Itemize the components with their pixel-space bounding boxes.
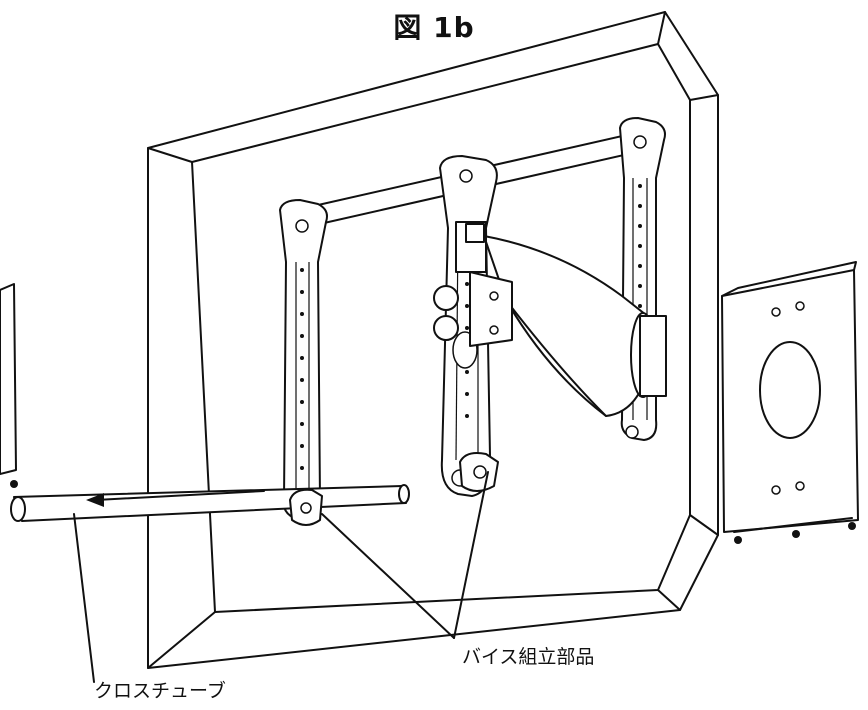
vise-assembly-callout: バイス組立部品 [462,646,595,668]
pull-direction-arrow [86,490,265,507]
leader-lines [73,471,489,683]
left-tv-plate [0,283,18,488]
cross-tube-callout: クロスチューブ [94,680,226,702]
vise-knob-upper-icon [433,285,459,311]
left-rail [279,199,328,521]
vise-block [433,221,513,347]
figure-title: 図 1b [393,11,475,44]
right-tv-plate [721,261,859,544]
arm-pivot [630,312,667,398]
bottom-clamps [289,452,499,526]
vise-knob-lower-icon [433,315,459,341]
swing-arm [483,235,651,417]
